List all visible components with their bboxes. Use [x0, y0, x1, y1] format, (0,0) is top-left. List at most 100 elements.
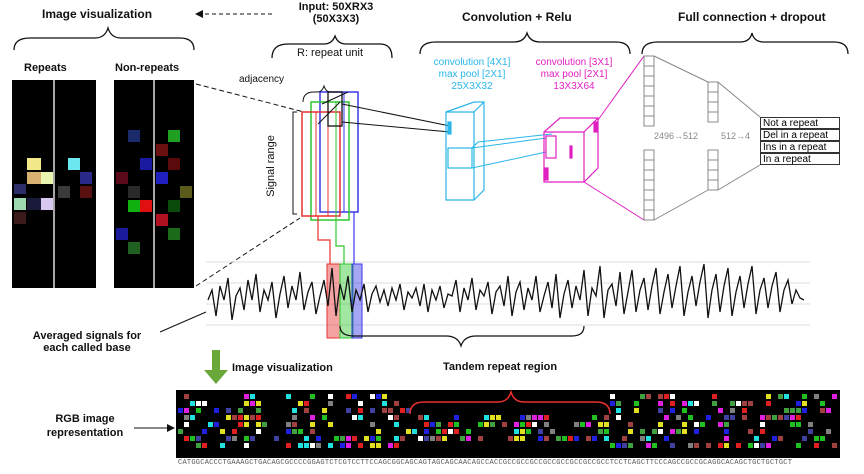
rgb-pixel: [604, 436, 609, 441]
rgb-pixel: [820, 401, 825, 406]
rgb-pixel: [286, 443, 291, 448]
rgb-pixel: [190, 436, 195, 441]
signal-trace: [206, 261, 810, 339]
rgb-pixel: [526, 422, 531, 427]
rgb-pixel: [784, 408, 789, 413]
rgb-pixel: [298, 401, 303, 406]
rgb-pixel: [196, 401, 201, 406]
rgb-pixel: [688, 415, 693, 420]
rgb-pixel: [796, 443, 801, 448]
rgb-pixel: [640, 436, 645, 441]
rgb-pixel: [586, 436, 591, 441]
rgb-pixel: [760, 443, 765, 448]
rgb-pixel: [466, 436, 471, 441]
rgb-pixel: [484, 415, 489, 420]
rgb-pixel: [232, 415, 237, 420]
rgb-pixel: [256, 415, 261, 420]
rgb-pixel: [370, 436, 375, 441]
rgb-pixel: [610, 394, 615, 399]
rgb-pixel: [310, 415, 315, 420]
rgb-pixel: [328, 422, 333, 427]
rgb-pixel: [304, 401, 309, 406]
rgb-pixel: [502, 422, 507, 427]
rgb-pixel: [790, 408, 795, 413]
rgb-pixel: [184, 408, 189, 413]
averaged-signals-line2: each called base: [43, 342, 131, 354]
fc-layer2: [707, 81, 719, 191]
rgb-pixel: [424, 429, 429, 434]
rgb-pixel: [202, 443, 207, 448]
rgb-pixel: [286, 394, 291, 399]
rgb-pixel: [484, 422, 489, 427]
conv1-line1: convolution [4X1]: [433, 57, 511, 68]
rgb-pixel: [682, 429, 687, 434]
rgb-pixel: [718, 422, 723, 427]
rgb-pixel: [358, 415, 363, 420]
rgb-pixel: [544, 422, 549, 427]
rgb-pixel: [706, 415, 711, 420]
rgb-pixel: [496, 415, 501, 420]
rgb-pixel: [238, 408, 243, 413]
conv2-line2: max pool [2X1]: [540, 69, 608, 80]
rgb-pixel: [724, 429, 729, 434]
rgb-pixel: [682, 408, 687, 413]
rgb-pixel: [730, 415, 735, 420]
rgb-cells: [178, 394, 837, 448]
rgb-pixel: [748, 429, 753, 434]
rgb-pixel: [316, 436, 321, 441]
conn-conv2-fc: [583, 55, 645, 221]
rgb-pixel: [274, 436, 279, 441]
rgb-pixel: [424, 415, 429, 420]
rgb-pixel: [358, 401, 363, 406]
rgb-pixel: [364, 436, 369, 441]
rgb-line2: representation: [46, 427, 124, 439]
rgb-pixel: [232, 429, 237, 434]
rgb-pixel: [604, 415, 609, 420]
rgb-pixel: [220, 429, 225, 434]
rgb-pixel: [658, 394, 663, 399]
rgb-pixel: [304, 436, 309, 441]
rgb-pixel: [208, 422, 213, 427]
rgb-pixel: [424, 436, 429, 441]
rgb-pixel: [640, 429, 645, 434]
rgb-pixel: [724, 422, 729, 427]
repeats-label: Repeats: [24, 62, 67, 74]
rgb-pixel: [412, 429, 417, 434]
rgb-pixel: [184, 436, 189, 441]
conv1-block: [445, 101, 485, 201]
rgb-pixel: [736, 401, 741, 406]
rgb-pixel: [196, 408, 201, 413]
fc-connectors: [653, 55, 761, 221]
rgb-pixel: [694, 429, 699, 434]
rgb-pixel: [640, 394, 645, 399]
rgb-pixel: [520, 429, 525, 434]
rgb-pixel: [184, 422, 189, 427]
rgb-pixel: [310, 443, 315, 448]
rgb-pixel: [670, 408, 675, 413]
rgb-pixel: [598, 429, 603, 434]
rgb-pixel: [748, 443, 753, 448]
rgb-pixel: [460, 436, 465, 441]
class-in-a-repeat: In a repeat: [760, 153, 840, 165]
rgb-pixel: [712, 394, 717, 399]
rgb-pixel: [592, 436, 597, 441]
rgb-pixel: [190, 415, 195, 420]
rgb-pixel: [400, 436, 405, 441]
rgb-pixel: [748, 401, 753, 406]
rgb-pixel: [730, 401, 735, 406]
conv1-line2: max pool [2X1]: [438, 69, 506, 80]
rgb-pixel: [376, 394, 381, 399]
rgb-pixel: [742, 408, 747, 413]
rgb-pixel: [436, 429, 441, 434]
rgb-pixel: [400, 408, 405, 413]
rgb-pixel: [766, 415, 771, 420]
conv1-line3: 25X3X32: [451, 81, 493, 92]
rgb-pixel: [436, 436, 441, 441]
rgb-pixel: [556, 436, 561, 441]
rgb-pixel: [448, 429, 453, 434]
rgb-pixel: [652, 429, 657, 434]
rgb-pixel: [454, 429, 459, 434]
rgb-pixel: [658, 401, 663, 406]
rgb-pixel: [760, 429, 765, 434]
rgb-pixel: [742, 415, 747, 420]
